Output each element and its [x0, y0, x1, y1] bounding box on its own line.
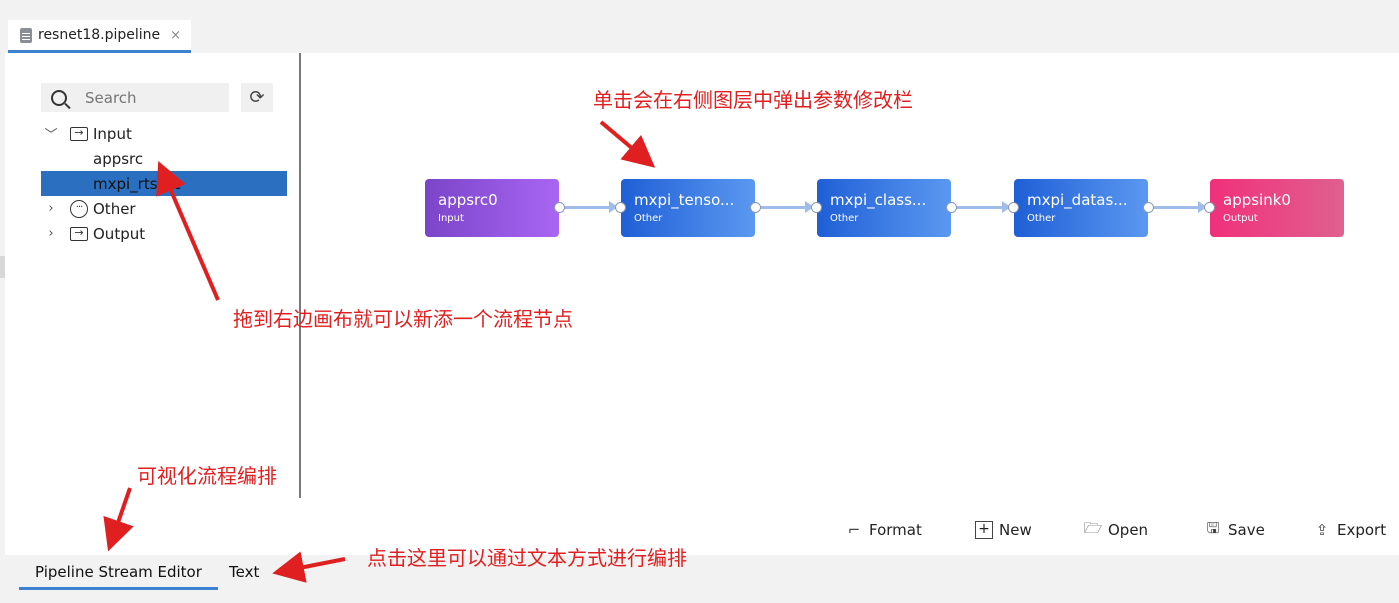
file-tab[interactable]: resnet18.pipeline ×: [8, 20, 192, 53]
component-tree: ﹀ → Input appsrc mxpi_rtsprc › ··· Other…: [41, 121, 287, 246]
more-dots-icon: ···: [69, 199, 89, 218]
pipeline-node[interactable]: mxpi_class... Other: [811, 179, 957, 237]
node-type: Input: [438, 213, 464, 224]
output-icon: →: [69, 225, 89, 243]
pipeline-canvas[interactable]: appsrc0 Input mxpi_tenso... Other mxpi_c…: [302, 53, 1399, 498]
tree-group-output[interactable]: › → Output: [41, 221, 287, 246]
chevron-right-icon[interactable]: ›: [48, 201, 54, 216]
output-port[interactable]: [1143, 202, 1154, 213]
input-port[interactable]: [1204, 202, 1215, 213]
pipeline-node[interactable]: appsink0 Output: [1204, 179, 1344, 237]
chevron-right-icon[interactable]: ›: [48, 226, 54, 241]
tree-group-other[interactable]: › ··· Other: [41, 196, 287, 221]
save-button[interactable]: 🖫 Save: [1204, 517, 1265, 543]
tree-group-input[interactable]: ﹀ → Input: [41, 121, 287, 146]
input-port[interactable]: [615, 202, 626, 213]
tree-item-label: appsrc: [93, 149, 144, 168]
open-button[interactable]: 🗁 Open: [1084, 517, 1148, 543]
pipeline-edge[interactable]: [1150, 201, 1207, 213]
window-edge-handle: [0, 256, 5, 278]
export-label: Export: [1337, 521, 1387, 539]
pipeline-node[interactable]: mxpi_tenso... Other: [615, 179, 761, 237]
save-icon: 🖫: [1206, 518, 1220, 537]
pipeline-node[interactable]: appsrc0 Input: [425, 179, 565, 237]
editor-main-area: ⟳ ﹀ → Input appsrc mxpi_rtsprc › ··· Oth…: [5, 53, 1399, 555]
node-type: Output: [1223, 213, 1258, 224]
annotation-text-mode: 点击这里可以通过文本方式进行编排: [367, 546, 687, 570]
folder-open-icon: 🗁: [1083, 518, 1103, 537]
panel-divider[interactable]: [299, 53, 301, 498]
annotation-visual: 可视化流程编排: [137, 464, 277, 488]
bottom-tab-bar: Pipeline Stream Editor Text: [5, 555, 1399, 591]
node-label: appsrc0: [438, 191, 498, 209]
new-label: New: [999, 521, 1032, 539]
output-port[interactable]: [554, 202, 565, 213]
format-icon: ⌐: [847, 521, 861, 539]
input-port[interactable]: [1008, 202, 1019, 213]
save-label: Save: [1228, 521, 1265, 539]
close-icon[interactable]: ×: [170, 27, 182, 43]
tree-group-label: Output: [93, 224, 146, 243]
node-type: Other: [634, 213, 663, 224]
new-button[interactable]: + New: [975, 517, 1032, 543]
search-box[interactable]: [41, 83, 229, 112]
tree-item-label: mxpi_rtsprc: [93, 174, 182, 193]
node-label: appsink0: [1223, 191, 1291, 209]
export-icon: ⇪: [1315, 521, 1329, 539]
pipeline-edge[interactable]: [758, 201, 814, 213]
tree-group-label: Input: [93, 124, 132, 143]
tab-text[interactable]: Text: [229, 563, 260, 581]
document-icon: [20, 27, 32, 43]
output-port[interactable]: [946, 202, 957, 213]
chevron-down-icon[interactable]: ﹀: [44, 128, 58, 143]
pipeline-edge[interactable]: [954, 201, 1011, 213]
pipeline-node[interactable]: mxpi_datas... Other: [1008, 179, 1154, 237]
format-label: Format: [869, 521, 922, 539]
tree-item-mxpi-rtspsrc[interactable]: mxpi_rtsprc: [41, 171, 287, 196]
open-label: Open: [1108, 521, 1149, 539]
tree-group-label: Other: [93, 199, 136, 218]
format-button[interactable]: ⌐ Format: [845, 517, 922, 543]
tree-item-appsrc[interactable]: appsrc: [41, 146, 287, 171]
output-port[interactable]: [750, 202, 761, 213]
node-type: Other: [830, 213, 859, 224]
input-icon: →: [69, 125, 89, 143]
annotation-click-popup: 单击会在右侧图层中弹出参数修改栏: [593, 88, 913, 112]
plus-icon: +: [975, 521, 993, 539]
refresh-icon: ⟳: [249, 87, 265, 108]
export-button[interactable]: ⇪ Export: [1313, 517, 1386, 543]
input-port[interactable]: [811, 202, 822, 213]
search-input[interactable]: [85, 88, 205, 107]
node-label: mxpi_datas...: [1027, 191, 1128, 209]
annotation-drag-add: 拖到右边画布就可以新添一个流程节点: [233, 307, 573, 331]
pipeline-edge[interactable]: [562, 201, 618, 213]
node-label: mxpi_tenso...: [634, 191, 735, 209]
refresh-button[interactable]: ⟳: [241, 83, 273, 112]
tab-pipeline-stream-editor[interactable]: Pipeline Stream Editor: [19, 563, 218, 590]
search-icon: [51, 89, 67, 106]
file-tab-title: resnet18.pipeline: [38, 27, 161, 43]
node-label: mxpi_class...: [830, 191, 927, 209]
node-type: Other: [1027, 213, 1056, 224]
